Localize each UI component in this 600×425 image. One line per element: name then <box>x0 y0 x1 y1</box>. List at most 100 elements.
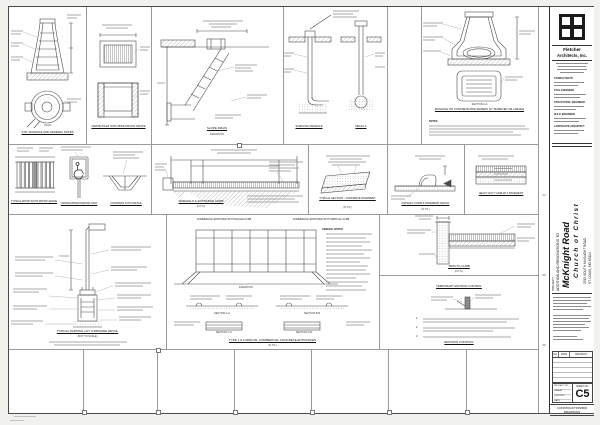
slope-drain-drawing <box>157 20 269 126</box>
detail-cell-asphalt-curb: ASPHALT CURB & PAVEMENT DETAIL (N.T.S.) <box>387 144 464 214</box>
detail-cell-site-details: TYPICAL WOOD SIGHT-PROOF FENCE HANDICAPP… <box>9 144 151 214</box>
entrances-drawing <box>174 229 372 331</box>
plot-stamp-mark <box>10 420 24 421</box>
consultant-line <box>554 109 576 110</box>
detail-cell-std-manhole: PLAN STD. MANHOLE AND GENERAL NOTES <box>9 7 86 144</box>
detail-cell-trim-curb: TRIM TO CURB (N.T.S.) <box>379 214 538 275</box>
cert-line <box>553 315 591 316</box>
detail-caption: SAMPLING MANHOLE <box>295 125 323 128</box>
firm-logo-icon <box>559 14 585 40</box>
grid-line <box>283 7 284 144</box>
consultant-line <box>554 97 580 98</box>
detail-caption: HEAVY DUTY ASPHALT PAVEMENT <box>478 192 524 195</box>
manhole-42-drawing <box>423 11 535 136</box>
grid-line <box>421 7 422 144</box>
general-notes-label: GENERAL NOTES: <box>322 228 344 231</box>
cert-line <box>553 303 587 304</box>
detail-caption: TYPICAL WOOD SIGHT-PROOF FENCE <box>10 200 58 203</box>
consultant-line <box>554 133 578 134</box>
note-number: 3. <box>416 335 419 338</box>
grid-tick <box>237 143 242 148</box>
plot-stamp-mark <box>14 416 36 417</box>
field-line <box>554 388 571 390</box>
grid-line <box>157 349 158 413</box>
firm-address-line <box>558 66 586 67</box>
drawing-type: CONSTRUCTION/BID DRAWINGS <box>550 404 594 416</box>
revision-row-line <box>553 377 592 378</box>
detail-caption: EROSION CONTROL <box>444 340 474 344</box>
detail-cell-manhole-42: SECTION A-A MANHOLE ON CONCRETE PIPE SEW… <box>421 7 538 144</box>
erosion-drawing <box>423 294 519 338</box>
cert-line <box>553 336 577 337</box>
consultant-line <box>554 94 586 95</box>
consultant-label: STRUCTURAL ENGINEER <box>554 101 585 104</box>
grid-line <box>388 349 389 413</box>
section-dd-label: SECTION D-D <box>295 331 313 334</box>
detail-caption: GRATE INLET WITH BIKE PROOF GRATE <box>91 124 146 128</box>
project-address2: ST. LOUIS, MO 63124 <box>588 252 592 284</box>
grid-line <box>234 349 235 413</box>
detail-caption: TYPE 1 & 2 SPECIAL COMMERCIAL CONCRETE E… <box>228 338 317 342</box>
detail-caption: SIDEWALK & ENTRANCE CURB <box>178 199 224 203</box>
consultant-line <box>554 85 578 86</box>
logo-square <box>574 17 582 25</box>
revision-col-no: NO. <box>553 352 559 357</box>
asphalt-curb-drawing <box>391 155 456 200</box>
detail-cell-heavy-duty: HEAVY DUTY ASPHALT PAVEMENT <box>464 144 538 214</box>
grid-line <box>9 144 538 145</box>
grid-tick <box>82 410 87 415</box>
entrance-left-label: COMMERCIAL ENTRANCE WITH ROLLED CURB <box>196 218 252 221</box>
title-rule <box>552 60 592 61</box>
firm-address-line <box>556 63 588 64</box>
cert-line <box>553 300 591 301</box>
logo-square <box>562 17 570 25</box>
grid-line <box>538 7 539 413</box>
grid-tick <box>156 348 161 353</box>
grid-tick <box>310 410 315 415</box>
title-rule <box>552 45 592 46</box>
revision-col-rev: REVISION <box>575 353 587 356</box>
detail-caption: TYPICAL PARKING LOT LUMINAIRE DETAIL <box>56 329 119 333</box>
plan-label: PLAN <box>44 124 51 127</box>
detail-caption: CONCRETE DITCH DETAIL <box>110 202 142 205</box>
field-line <box>554 393 571 395</box>
project-block: PROJECT: ADDITION AND RENOVATIONS TO McK… <box>550 148 594 292</box>
revision-row-line <box>553 357 592 358</box>
firm-address-line <box>560 72 584 73</box>
field-drawn: DRAWN <box>554 390 563 392</box>
detail-caption: TRIM TO CURB <box>448 264 470 268</box>
field-project-no: PROJECT NO. <box>554 385 569 387</box>
grid-tick <box>156 410 161 415</box>
firm-name-line2: Architects, Inc. <box>556 53 588 58</box>
grid-line <box>83 349 84 413</box>
project-line1: ADDITION AND RENOVATIONS TO <box>556 232 560 291</box>
consultant-label: LANDSCAPE ARCHITECT <box>554 125 585 128</box>
cert-line <box>553 324 585 325</box>
project-name2: Church of Christ <box>573 202 580 278</box>
elevation-label: ELEVATION <box>239 286 253 289</box>
detail-caption: STD. MANHOLE AND GENERAL NOTES <box>21 130 74 134</box>
detail-cell-grate-inlet: GRATE INLET WITH BIKE PROOF GRATE <box>86 7 151 144</box>
detail-cell-concrete-pavement: TYPICAL SECTION - CONCRETE PAVEMENT (N.T… <box>308 144 387 214</box>
consultant-line <box>554 121 579 122</box>
consultant-label: CIVIL ENGINEER <box>554 89 575 92</box>
title-fields: PROJECT NO. DRAWN CHECKED DATE SHEET NO.… <box>552 383 593 403</box>
detail-caption: SLOPE DRAIN <box>206 126 228 130</box>
firm-name-line1: Fletcher <box>563 47 581 52</box>
revision-table: NO. DATE REVISION <box>552 351 593 383</box>
section-aa-label: SECTION A-A <box>214 312 230 315</box>
logo-square <box>562 29 570 37</box>
section-bb-label: SECTION B-B <box>304 312 320 315</box>
firm-address-line <box>557 69 587 70</box>
consultant-line <box>554 130 584 131</box>
grid-line <box>379 275 538 276</box>
detail-caption: DETAIL A <box>355 125 367 128</box>
detail-subcaption: ELEVATION <box>210 133 224 136</box>
grid-line <box>466 349 467 413</box>
revision-row-line <box>553 372 592 373</box>
detail-caption: MANHOLE ON CONCRETE PIPE SEWERS 42" DIAM… <box>434 108 525 111</box>
grid-line <box>151 7 152 214</box>
note-number: 1. <box>416 317 419 320</box>
grid-tick <box>387 410 392 415</box>
detail-cell-luminaire: TYPICAL PARKING LOT LUMINAIRE DETAIL (NO… <box>9 214 166 349</box>
